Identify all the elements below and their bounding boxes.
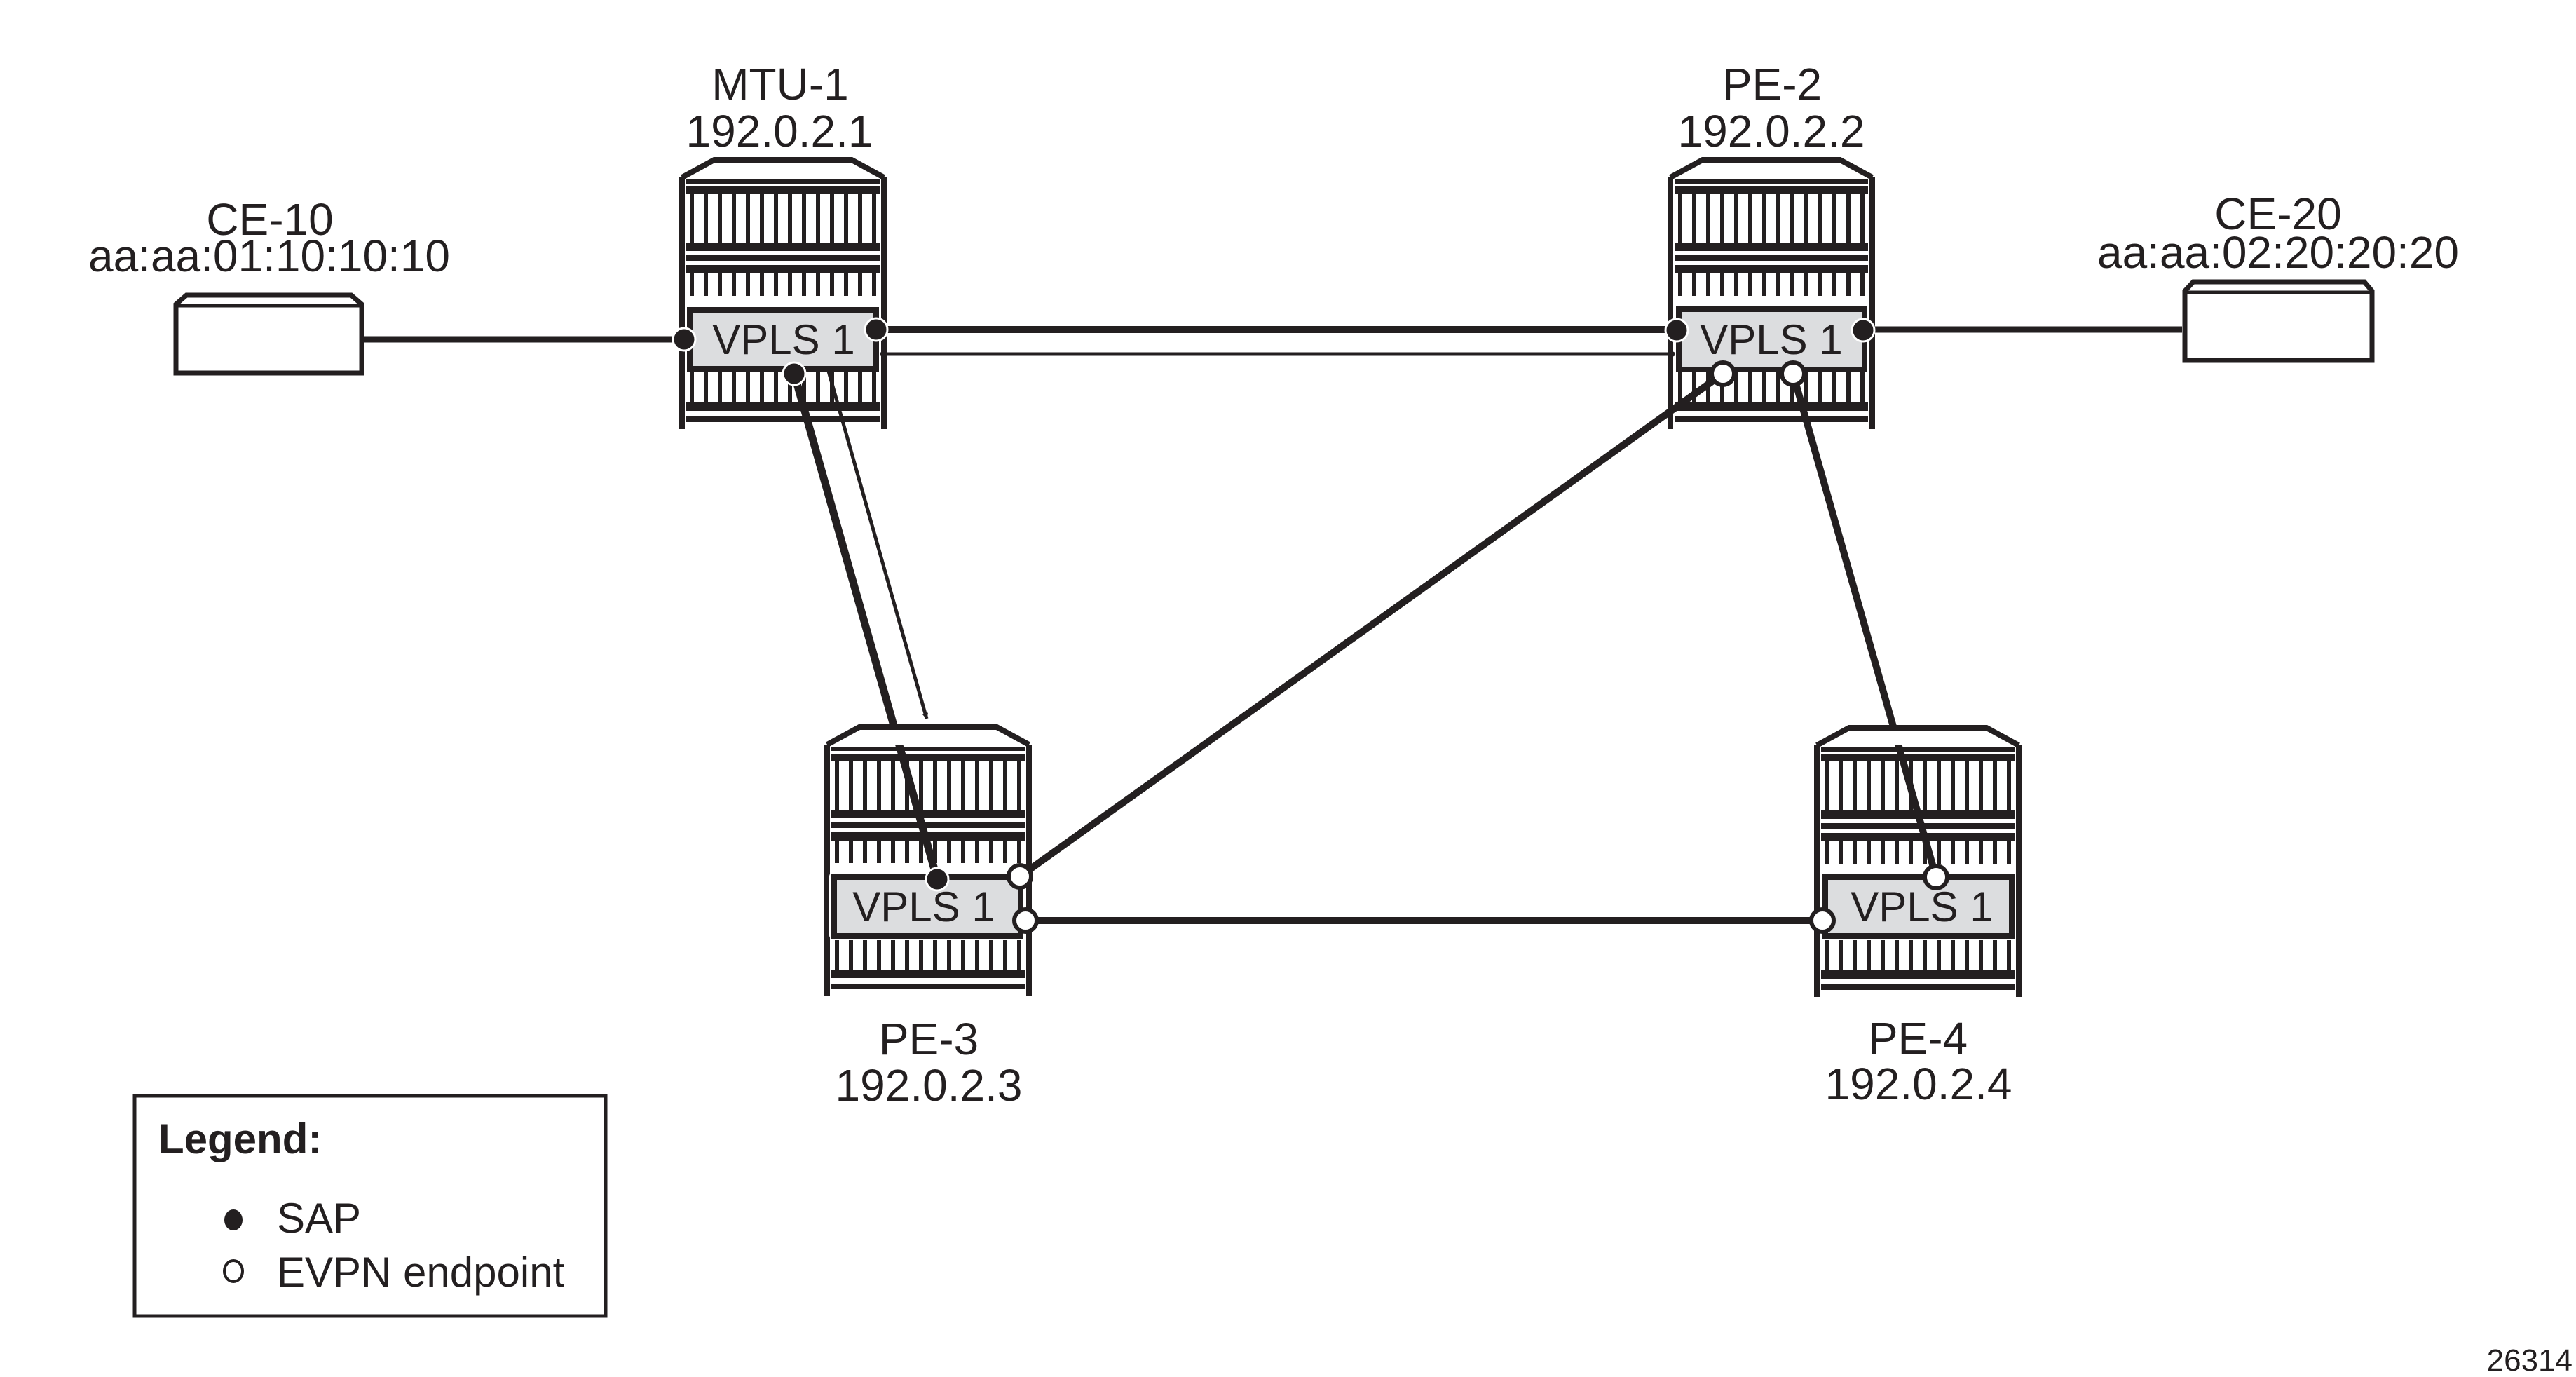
sap-pe3-mtu1[interactable] [925, 867, 950, 892]
legend-sap-icon [224, 1209, 243, 1230]
pe2-vpls-label: VPLS 1 [1700, 316, 1842, 363]
link-pe3-pe2[interactable] [1018, 370, 1725, 880]
figure-id: 26314 [2487, 1343, 2572, 1377]
ce20-name: CE-20 [2214, 189, 2341, 239]
mtu1-name: MTU-1 [711, 59, 849, 109]
node-pe4[interactable]: VPLS 1 PE-4 192.0.2.4 [1817, 728, 2019, 1109]
mtu1-router-icon [682, 160, 884, 429]
evpn-pe2-pe4[interactable] [1780, 360, 1806, 387]
pe2-name: PE-2 [1722, 59, 1822, 109]
ce10-name: CE-10 [206, 194, 333, 245]
legend-title: Legend: [158, 1115, 322, 1162]
legend-box [132, 1094, 608, 1318]
pe3-address: 192.0.2.3 [836, 1060, 1023, 1111]
ce20-address: aa:aa:02:20:20:20 [2097, 227, 2459, 278]
endpoints [672, 317, 1949, 934]
node-ce20[interactable]: CE-20 aa:aa:02:20:20:20 [2097, 189, 2459, 363]
pe4-address: 192.0.2.4 [1825, 1059, 2012, 1109]
pe4-vpls-box[interactable] [1822, 874, 2015, 939]
ce10-address: aa:aa:01:10:10:10 [88, 231, 450, 281]
node-pe2[interactable]: PE-2 192.0.2.2 VPLS 1 [1670, 59, 1872, 429]
node-mtu1[interactable]: MTU-1 192.0.2.1 VPLS 1 [682, 59, 884, 429]
flow-arrow-mtu1-pe3 [826, 368, 929, 719]
evpn-pe4-pe2[interactable] [1923, 864, 1949, 890]
sap-mtu1-pe2[interactable] [864, 317, 889, 342]
sap-mtu1-pe3[interactable] [782, 361, 807, 386]
evpn-pe4-pe3[interactable] [1809, 907, 1836, 934]
legend: Legend: SAP EVPN endpoint [132, 1094, 608, 1318]
pe4-vpls-label: VPLS 1 [1851, 883, 1993, 930]
pe3-vpls-label: VPLS 1 [852, 883, 995, 930]
sap-mtu1-ce10[interactable] [672, 327, 697, 352]
mtu1-address: 192.0.2.1 [686, 106, 873, 156]
mtu1-vpls-label: VPLS 1 [712, 316, 854, 363]
node-ce10[interactable]: CE-10 aa:aa:01:10:10:10 [88, 194, 450, 376]
legend-sap-label: SAP [277, 1195, 361, 1242]
node-pe3[interactable]: VPLS 1 PE-3 192.0.2.3 [827, 727, 1029, 1111]
pe3-name: PE-3 [879, 1014, 979, 1064]
evpn-pe2-pe3[interactable] [1710, 360, 1736, 387]
pe4-router-icon [1817, 728, 2019, 997]
sap-pe2-ce20[interactable] [1851, 318, 1876, 343]
legend-evpn-label: EVPN endpoint [277, 1249, 565, 1296]
legend-evpn-icon [223, 1259, 244, 1283]
pe2-address: 192.0.2.2 [1678, 106, 1865, 156]
link-mtu1-pe3[interactable] [790, 372, 941, 881]
evpn-pe3-pe2[interactable] [1007, 863, 1033, 890]
evpn-pe3-pe4[interactable] [1012, 907, 1039, 934]
sap-pe2-mtu1[interactable] [1664, 318, 1689, 343]
links [364, 323, 2182, 924]
pe4-name: PE-4 [1868, 1013, 1968, 1064]
